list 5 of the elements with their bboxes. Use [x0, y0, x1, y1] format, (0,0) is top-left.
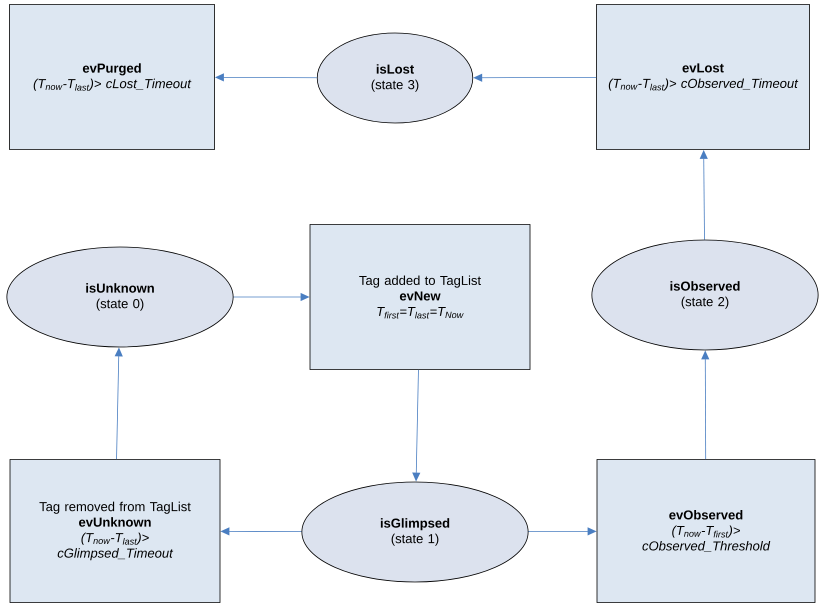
process-box: Tag added to TagList evNew T$_{first}$=T$_{last}$=T$_{Now}$ — [310, 224, 530, 370]
process-box: evObserved (T$_{now}$-T$_{first}$)> cObserved_Threshold — [596, 459, 816, 603]
process-box: evLost (T$_{now}$-T$_{last}$)> cObserved_Timeout — [596, 4, 810, 150]
process-box: evPurged (T$_{now}$-T$_{last}$)> cLost_Timeout — [9, 4, 215, 150]
process-box: Tag removed from TagList evUnknown (T$_{now}$-T$_{last}$)> cGlimpsed_Timeout — [10, 459, 220, 603]
